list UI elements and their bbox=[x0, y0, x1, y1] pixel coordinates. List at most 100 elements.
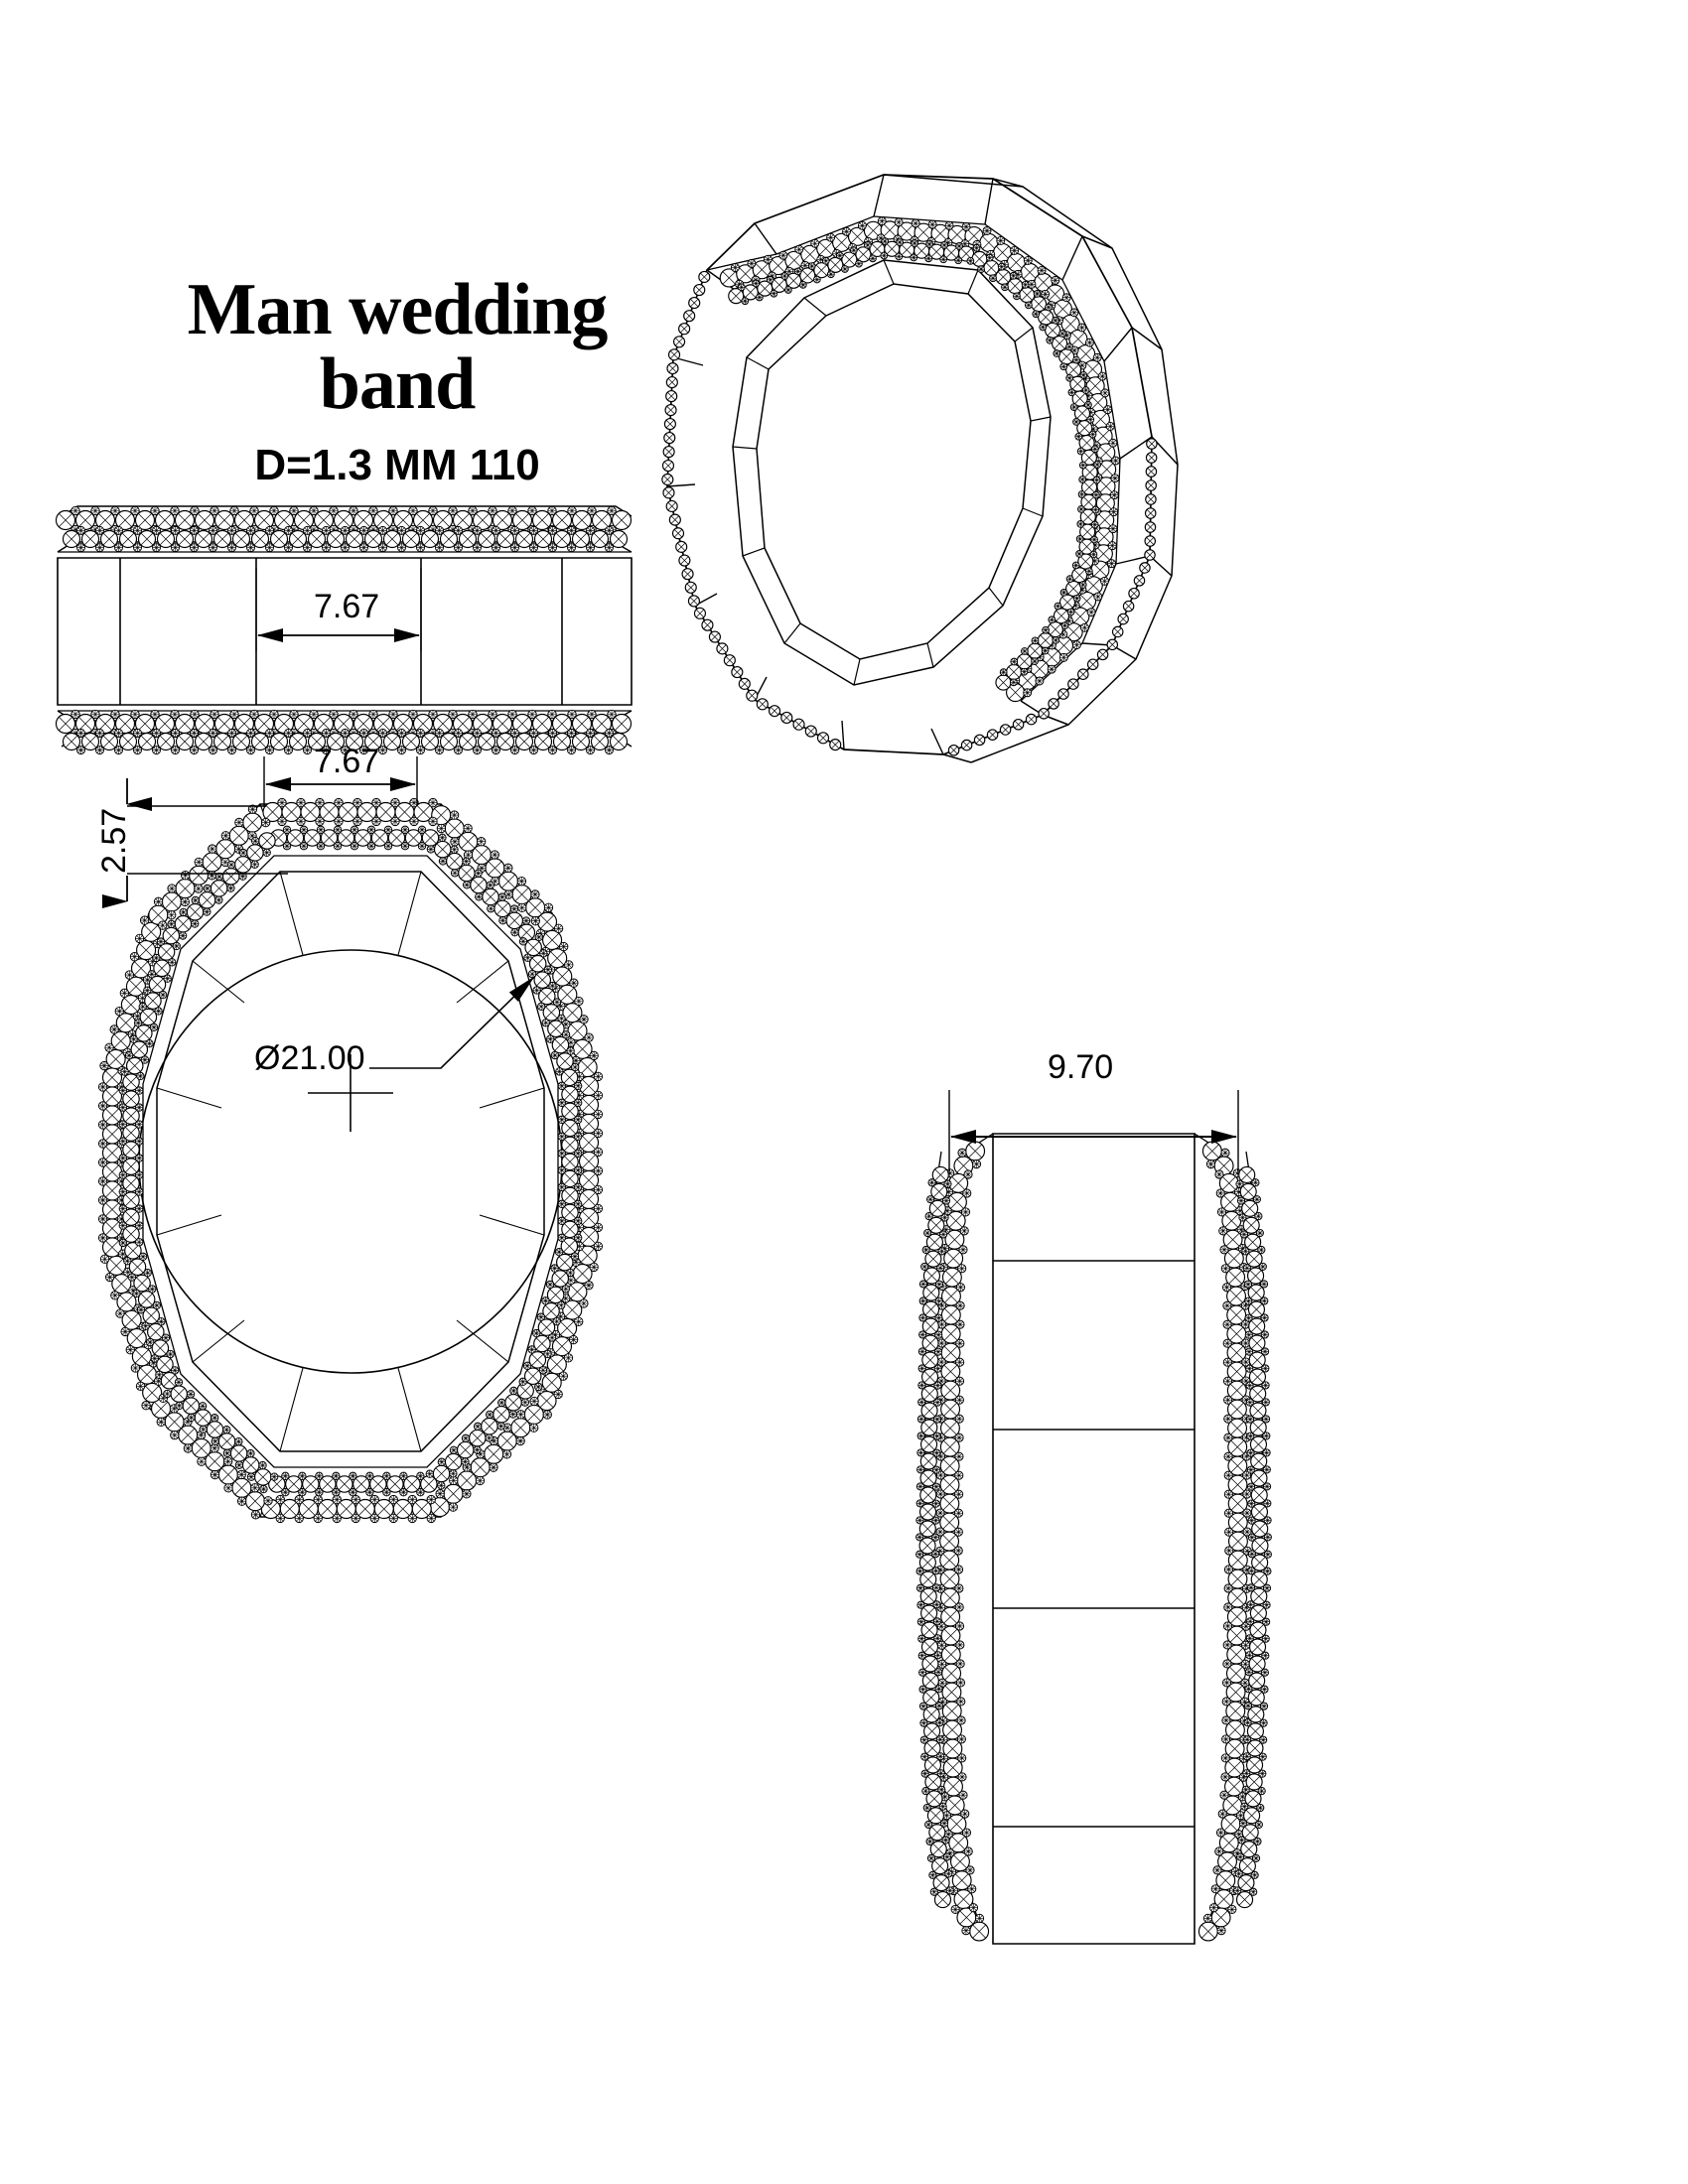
pave-stone bbox=[147, 1322, 165, 1341]
pave-prong bbox=[1109, 490, 1119, 500]
pave-prong bbox=[490, 850, 499, 860]
pave-prong bbox=[1259, 1702, 1269, 1710]
pave-prong bbox=[1212, 1865, 1222, 1875]
pave-stone bbox=[372, 713, 394, 735]
pave-prong bbox=[940, 1819, 949, 1828]
pave-stone bbox=[920, 1385, 938, 1403]
pave-stone bbox=[387, 829, 406, 847]
pave-prong bbox=[468, 505, 478, 516]
pave-prong bbox=[124, 970, 135, 980]
pave-stone bbox=[918, 1554, 936, 1571]
pave-prong bbox=[933, 1347, 943, 1356]
pave-prong bbox=[473, 543, 482, 553]
pave-prong bbox=[281, 1488, 290, 1497]
pave-prong bbox=[329, 709, 339, 720]
pave-prong bbox=[118, 1154, 127, 1162]
pave-stone bbox=[1045, 322, 1061, 339]
pave-stone bbox=[1242, 1216, 1260, 1234]
pave-prong bbox=[1236, 1852, 1245, 1861]
pave-stone bbox=[533, 529, 553, 549]
pave-stone bbox=[1248, 1317, 1266, 1335]
plan-channel-inner bbox=[142, 855, 559, 1468]
pave-stone bbox=[80, 732, 100, 751]
pave-prong bbox=[826, 270, 835, 279]
pave-prong bbox=[939, 255, 948, 264]
pave-prong bbox=[916, 1465, 925, 1474]
pave-prong bbox=[265, 543, 274, 553]
pave-prong bbox=[118, 1120, 127, 1129]
pave-prong bbox=[953, 1565, 964, 1574]
pave-stone bbox=[141, 921, 162, 942]
pave-prong bbox=[842, 226, 851, 236]
pave-prong bbox=[1023, 255, 1033, 265]
pave-prong bbox=[798, 280, 807, 289]
pave-stone bbox=[940, 1361, 961, 1382]
pave-prong bbox=[1235, 1179, 1244, 1188]
pave-stone bbox=[273, 713, 295, 735]
pave-prong bbox=[197, 1456, 207, 1466]
pave-stone bbox=[716, 642, 729, 655]
pave-prong bbox=[944, 1869, 953, 1878]
pave-prong bbox=[931, 1482, 940, 1491]
pave-prong bbox=[953, 1527, 963, 1537]
pave-prong bbox=[1078, 461, 1087, 470]
pave-prong bbox=[1259, 1718, 1268, 1727]
pave-stone bbox=[477, 732, 496, 751]
plan-pave-stones bbox=[97, 797, 604, 1524]
pave-prong bbox=[921, 1245, 930, 1255]
pave-prong bbox=[957, 1264, 967, 1274]
pave-prong bbox=[570, 1252, 580, 1261]
pave-stone bbox=[693, 607, 707, 619]
pave-prong bbox=[416, 728, 425, 738]
pave-prong bbox=[937, 1659, 947, 1669]
pave-prong bbox=[956, 1715, 966, 1725]
pave-stone bbox=[943, 1248, 964, 1269]
pave-prong bbox=[76, 525, 85, 535]
pave-stone bbox=[663, 431, 676, 445]
pave-prong bbox=[1110, 474, 1120, 483]
pave-prong bbox=[955, 1678, 966, 1688]
pave-prong bbox=[568, 1334, 579, 1345]
pave-stone bbox=[302, 1475, 320, 1493]
pave-stone bbox=[62, 732, 81, 751]
pave-stone bbox=[928, 1199, 946, 1217]
pave-prong bbox=[428, 505, 438, 516]
pave-stone bbox=[918, 1520, 936, 1538]
pave-stone bbox=[922, 1706, 940, 1723]
pave-prong bbox=[498, 916, 507, 925]
pave-prong bbox=[835, 251, 844, 260]
pave-prong bbox=[584, 1281, 594, 1291]
pave-prong bbox=[135, 1170, 144, 1179]
pave-prong bbox=[567, 505, 577, 516]
pave-prong bbox=[1244, 1347, 1254, 1356]
pave-stone bbox=[62, 529, 81, 549]
pave-stone bbox=[731, 665, 744, 679]
pave-prong bbox=[933, 1634, 942, 1643]
pave-prong bbox=[97, 1120, 108, 1130]
pave-prong bbox=[313, 1494, 323, 1505]
pave-stone bbox=[1251, 1554, 1269, 1571]
pave-prong bbox=[171, 728, 180, 738]
pave-stone bbox=[609, 529, 629, 549]
pave-prong bbox=[1259, 1280, 1269, 1289]
pave-prong bbox=[605, 728, 614, 738]
pave-prong bbox=[1257, 1245, 1266, 1255]
pave-prong bbox=[1092, 490, 1100, 499]
pave-prong bbox=[183, 1443, 194, 1453]
pave-prong bbox=[954, 1414, 964, 1424]
pave-prong bbox=[954, 1583, 964, 1593]
pave-prong bbox=[1262, 1448, 1271, 1457]
pave-prong bbox=[593, 1241, 604, 1252]
pave-prong bbox=[916, 1617, 925, 1626]
pave-stone bbox=[1238, 1857, 1256, 1875]
pave-prong bbox=[152, 525, 161, 535]
pave-prong bbox=[1246, 1600, 1255, 1609]
pave-stone bbox=[472, 713, 493, 735]
pave-prong bbox=[1103, 405, 1113, 415]
pave-prong bbox=[557, 1199, 566, 1209]
pave-prong bbox=[989, 274, 997, 283]
pave-prong bbox=[763, 254, 773, 264]
pave-prong bbox=[118, 1204, 127, 1213]
pave-prong bbox=[963, 1169, 973, 1179]
pave-prong bbox=[536, 1312, 546, 1321]
